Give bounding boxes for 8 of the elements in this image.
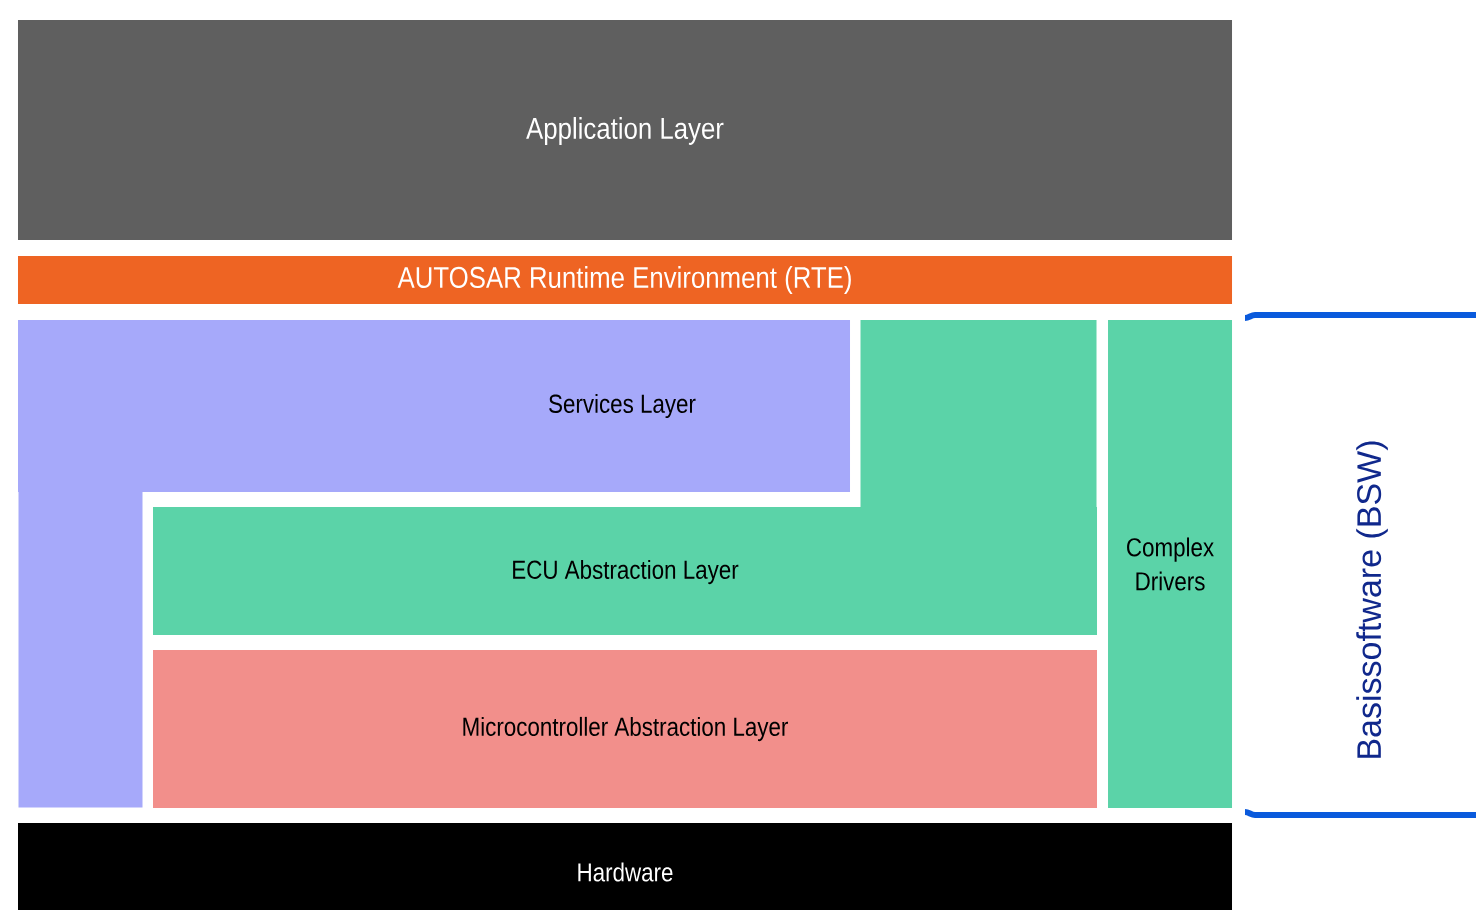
layer-block: AUTOSAR Runtime Environment (RTE) [18,256,1232,304]
layer-block: Hardware [18,823,1232,910]
layer-block [860,320,1097,508]
layer-block: Application Layer [18,20,1232,240]
layer-block [18,491,143,808]
layer-block: Complex Drivers [1108,320,1232,808]
layer-block: Microcontroller Abstraction Layer [153,650,1097,808]
bracket-label: Basissoftware (BSW) [1356,441,1388,758]
